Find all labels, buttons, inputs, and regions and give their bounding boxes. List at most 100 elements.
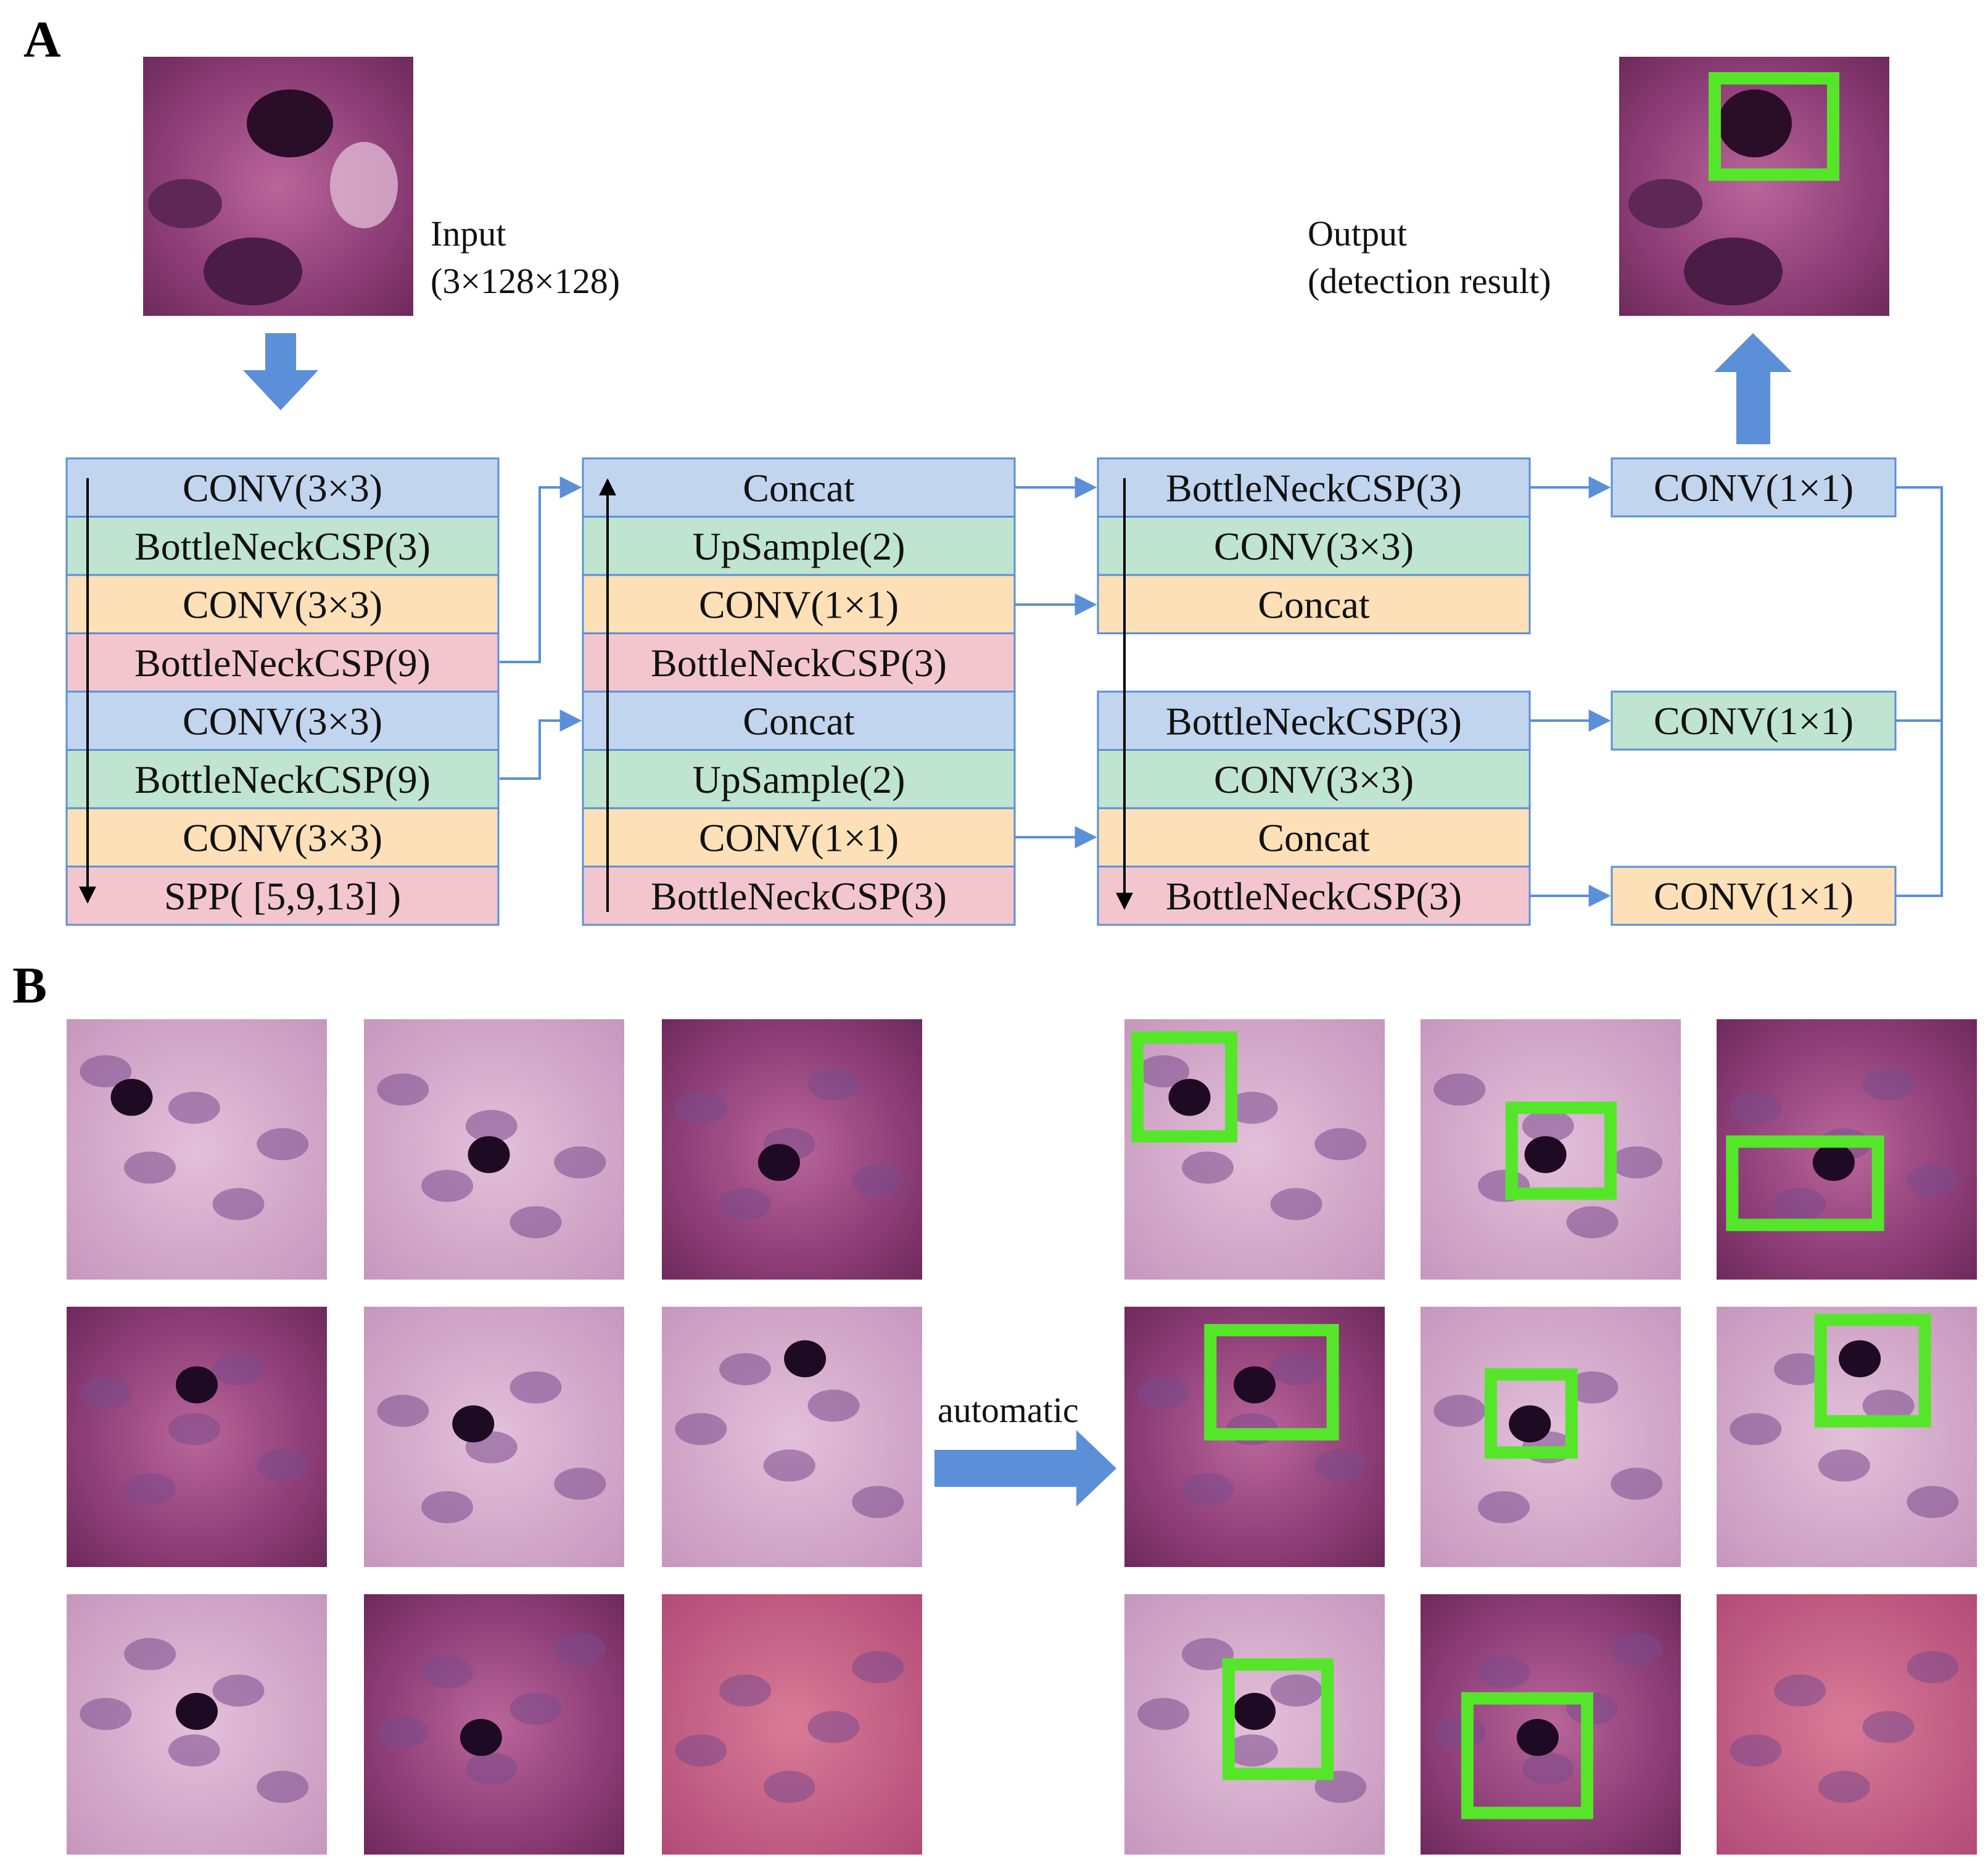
- input-label: Input: [431, 213, 506, 254]
- output-note: (detection result): [1308, 261, 1551, 301]
- input-tile-2-1: [67, 1307, 327, 1567]
- input-tile-1-2: [364, 1019, 624, 1280]
- connector-csp9-to-concat: [500, 476, 582, 663]
- head-bottom-layer-2: CONV(3×3): [1098, 749, 1530, 808]
- output-conv-label: CONV(1×1): [1654, 699, 1854, 743]
- input-tile-3-2: [364, 1594, 624, 1855]
- neck-column: ConcatUpSample(2)CONV(1×1)BottleNeckCSP(…: [582, 457, 1016, 926]
- neck-layer-label: UpSample(2): [693, 524, 905, 568]
- head-bottom-layer-label: BottleNeckCSP(3): [1166, 699, 1462, 743]
- backbone-layer-3: CONV(3×3): [67, 574, 498, 634]
- backbone-layer-label: BottleNeckCSP(9): [134, 758, 431, 801]
- backbone-column: CONV(3×3) BottleNeckCSP(3) CONV(3×3) Bottle…: [65, 457, 500, 926]
- head-bottom-layer-4: BottleNeckCSP(3): [1098, 866, 1530, 925]
- backbone-layer-1: CONV(3×3): [67, 458, 498, 517]
- head-bottom-column: BottleNeckCSP(3)CONV(3×3)ConcatBottleNec…: [1097, 690, 1531, 926]
- head-top-layer-3: Concat: [1098, 574, 1530, 634]
- detection-box: [1131, 1031, 1238, 1143]
- neck-layer-label: CONV(1×1): [699, 582, 899, 626]
- backbone-layer-label: CONV(3×3): [183, 816, 382, 859]
- automatic-arrow: [934, 1430, 1116, 1507]
- result-tile-2-3: [1717, 1307, 1977, 1567]
- result-tile-3-2: [1421, 1594, 1681, 1855]
- input-shape: (3×128×128): [431, 261, 620, 301]
- neck-layer-2: UpSample(2): [583, 516, 1015, 575]
- panel-label-a: A: [23, 11, 61, 68]
- detection-box: [1814, 1314, 1931, 1428]
- neck-layer-label: BottleNeckCSP(3): [651, 641, 947, 685]
- neck-layer-label: UpSample(2): [693, 758, 905, 801]
- backbone-layer-label: CONV(3×3): [183, 582, 382, 626]
- detection-box: [1505, 1101, 1617, 1200]
- result-tile-2-2: [1421, 1307, 1681, 1567]
- head-top-layer-1: BottleNeckCSP(3): [1098, 458, 1530, 517]
- neck-layer-label: Concat: [743, 699, 855, 743]
- neck-layer-label: Concat: [743, 466, 855, 510]
- input-tile-2-2: [364, 1307, 624, 1567]
- detection-box: [1726, 1135, 1884, 1231]
- output-label: Output: [1308, 213, 1407, 254]
- detection-box: [1204, 1323, 1339, 1441]
- output-conv-label: CONV(1×1): [1654, 874, 1854, 918]
- head-bottom-layer-label: BottleNeckCSP(3): [1166, 874, 1462, 918]
- backbone-layer-label: CONV(3×3): [183, 466, 382, 510]
- backbone-layer-6: BottleNeckCSP(9): [67, 749, 498, 808]
- result-tile-3-1: [1124, 1594, 1385, 1855]
- head-top-layer-2: CONV(3×3): [1098, 516, 1530, 575]
- panel-label-b: B: [12, 957, 47, 1014]
- head-bottom-layer-label: Concat: [1258, 816, 1370, 859]
- output-conv-label: CONV(1×1): [1654, 466, 1854, 510]
- detection-box: [1461, 1692, 1594, 1819]
- input-image: [143, 57, 413, 316]
- input-tile-3-1: [67, 1594, 327, 1855]
- head-top-layer-label: CONV(3×3): [1214, 524, 1414, 568]
- neck-layer-7: CONV(1×1): [583, 807, 1015, 867]
- result-tile-1-2: [1421, 1019, 1681, 1280]
- backbone-layer-2: BottleNeckCSP(3): [67, 516, 498, 575]
- head-top-column: BottleNeckCSP(3) CONV(3×3) Concat: [1097, 457, 1531, 634]
- head-top-layer-label: BottleNeckCSP(3): [1166, 466, 1462, 510]
- head-top-layer-label: Concat: [1258, 582, 1370, 626]
- output-conv-2: CONV(1×1): [1611, 690, 1897, 751]
- result-tile-1-1: [1124, 1019, 1385, 1280]
- output-up-arrow: [1714, 333, 1792, 444]
- input-tile-1-1: [67, 1019, 327, 1280]
- connector-csp9b-to-concat: [500, 710, 582, 780]
- output-conv-3: CONV(1×1): [1611, 866, 1897, 926]
- neck-layer-4: BottleNeckCSP(3): [583, 632, 1015, 692]
- neck-layer-label: BottleNeckCSP(3): [651, 874, 947, 918]
- input-tile-2-3: [662, 1307, 922, 1567]
- output-image: [1619, 57, 1889, 316]
- backbone-layer-8: SPP( [5,9,13] ): [67, 866, 498, 925]
- backbone-layer-label: SPP( [5,9,13] ): [164, 874, 401, 918]
- detection-box: [1484, 1368, 1578, 1459]
- result-tile-3-3: [1717, 1594, 1977, 1855]
- input-down-arrow: [243, 333, 318, 410]
- neck-layer-6: UpSample(2): [583, 749, 1015, 808]
- backbone-layer-label: BottleNeckCSP(3): [134, 524, 431, 568]
- neck-layer-1: Concat: [583, 458, 1015, 517]
- panel-b-tiles: [67, 1019, 1977, 1855]
- head-bottom-layer-1: BottleNeckCSP(3): [1098, 692, 1530, 750]
- backbone-layer-4: BottleNeckCSP(9): [67, 632, 498, 692]
- neck-layer-label: CONV(1×1): [699, 816, 899, 859]
- input-tile-1-3: [662, 1019, 922, 1280]
- connector-output-merge: [1895, 486, 1943, 897]
- backbone-layer-7: CONV(3×3): [67, 807, 498, 867]
- head-bottom-layer-3: Concat: [1098, 807, 1530, 867]
- backbone-layer-label: CONV(3×3): [183, 699, 382, 743]
- neck-layer-5: Concat: [583, 690, 1015, 750]
- neck-layer-3: CONV(1×1): [583, 574, 1015, 634]
- automatic-label: automatic: [938, 1390, 1079, 1430]
- output-detection-box: [1709, 72, 1839, 181]
- outputs-column: CONV(1×1) CONV(1×1) CONV(1×1): [1611, 457, 1897, 926]
- detection-box: [1222, 1658, 1334, 1781]
- backbone-layer-5: CONV(3×3): [67, 690, 498, 750]
- output-conv-1: CONV(1×1): [1611, 457, 1897, 518]
- result-tile-1-3: [1717, 1019, 1977, 1280]
- neck-layer-8: BottleNeckCSP(3): [583, 866, 1015, 925]
- result-tile-2-1: [1124, 1307, 1385, 1567]
- input-tile-3-3: [662, 1594, 922, 1855]
- head-bottom-layer-label: CONV(3×3): [1214, 758, 1414, 801]
